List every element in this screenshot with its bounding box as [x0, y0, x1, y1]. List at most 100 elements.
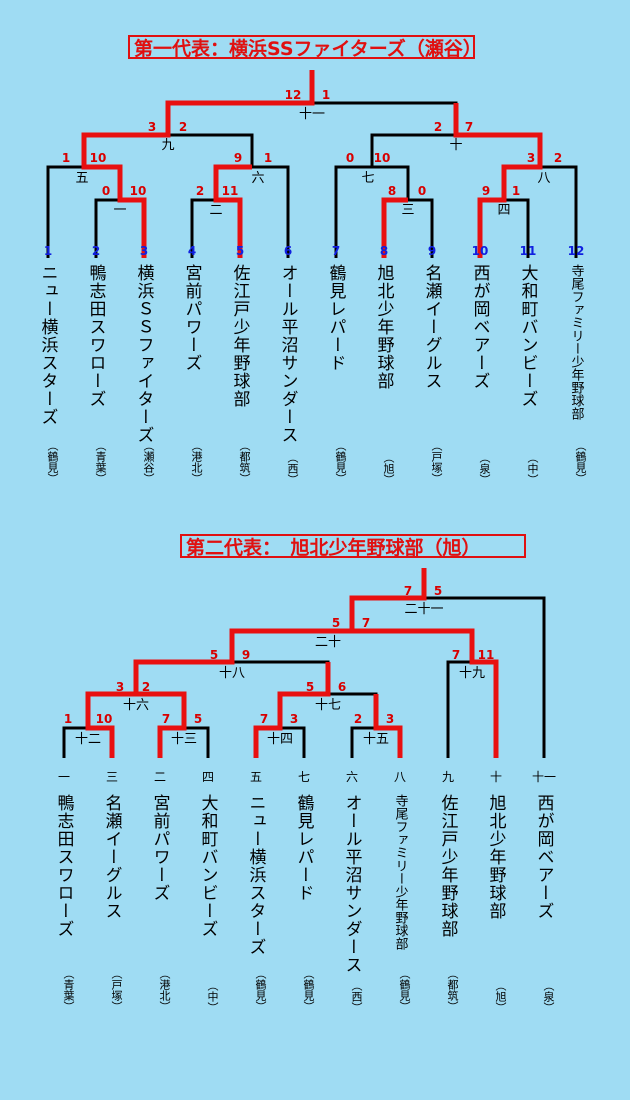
score: 1	[63, 712, 73, 726]
team-area: （青葉）	[62, 968, 75, 1012]
score: 3	[289, 712, 299, 726]
bracket1-winner-lines	[81, 70, 543, 258]
round-label: 十二	[74, 732, 102, 747]
seed-number: 十	[489, 770, 503, 784]
team-name: 佐江戸少年野球部	[437, 794, 458, 938]
score: 2	[433, 120, 443, 134]
score: 9	[241, 648, 251, 662]
team-name: 旭北少年野球部	[485, 794, 506, 920]
score: 3	[385, 712, 395, 726]
round-label: 二十一	[404, 602, 444, 617]
score: 6	[337, 680, 347, 694]
score: 2	[353, 712, 363, 726]
team-name: 鶴見レパード	[293, 794, 314, 902]
seed-number: 4	[187, 244, 197, 258]
seed-number: 5	[235, 244, 245, 258]
team-name: 大和町バンビーズ	[517, 264, 538, 408]
seed-number: 3	[139, 244, 149, 258]
score: 7	[361, 616, 371, 630]
team-name: 鴨志田スワローズ	[53, 794, 74, 938]
score: 1	[321, 88, 331, 102]
round-label: 五	[75, 171, 89, 186]
team-name: 西が岡ベアーズ	[533, 794, 554, 920]
seed-number: 九	[441, 770, 455, 784]
seed-number: 一	[57, 770, 71, 784]
team-area: （鶴見）	[46, 440, 59, 484]
team-area: （鶴見）	[302, 968, 315, 1012]
score: 7	[161, 712, 171, 726]
bracket2-title: 第二代表： 旭北少年野球部（旭）	[180, 534, 526, 559]
seed-number: 10	[471, 244, 489, 258]
round-label: 二	[209, 203, 223, 218]
seed-number: 11	[519, 244, 537, 258]
team-area: （鶴見）	[574, 440, 587, 484]
round-label: 九	[161, 138, 175, 153]
score: 5	[209, 648, 219, 662]
round-label: 十八	[218, 666, 246, 681]
seed-number: 二	[153, 770, 167, 784]
team-area: （戸塚）	[110, 968, 123, 1012]
seed-number: 十一	[531, 770, 557, 784]
team-area: （泉）	[542, 980, 555, 1013]
seed-number: 6	[283, 244, 293, 258]
team-name: 西が岡ベアーズ	[469, 264, 490, 390]
bracket1-title: 第一代表：横浜SSファイターズ（瀬谷）	[128, 35, 482, 60]
team-name: 佐江戸少年野球部	[229, 264, 250, 408]
team-area: （都筑）	[238, 440, 251, 484]
team-area: （鶴見）	[334, 440, 347, 484]
team-area: （港北）	[158, 968, 171, 1012]
seed-number: 四	[201, 770, 215, 784]
score: 11	[221, 184, 239, 198]
team-area: （中）	[206, 980, 219, 1013]
team-name: 寺尾ファミリー少年野球部	[568, 264, 584, 420]
score: 11	[477, 648, 495, 662]
team-name: 旭北少年野球部	[373, 264, 394, 390]
team-area: （西）	[350, 980, 363, 1013]
seed-number: 8	[379, 244, 389, 258]
team-area: （都筑）	[446, 968, 459, 1012]
team-name: ニュー横浜スターズ	[245, 794, 266, 956]
score: 1	[263, 151, 273, 165]
seed-number: 七	[297, 770, 311, 784]
seed-number: 1	[43, 244, 53, 258]
round-label: 十六	[122, 698, 150, 713]
round-label: 十七	[314, 698, 342, 713]
round-label: 十五	[362, 732, 390, 747]
round-label: 八	[537, 171, 551, 186]
team-area: （青葉）	[94, 440, 107, 484]
score: 7	[259, 712, 269, 726]
score: 9	[481, 184, 491, 198]
team-name: 寺尾ファミリー少年野球部	[392, 794, 408, 950]
round-label: 六	[251, 171, 265, 186]
team-name: 名瀬イーグルス	[421, 264, 442, 390]
score: 7	[464, 120, 474, 134]
bracket2-winner-lines	[85, 568, 499, 758]
seed-number: 六	[345, 770, 359, 784]
score: 7	[451, 648, 461, 662]
score: 2	[195, 184, 205, 198]
score: 1	[61, 151, 71, 165]
score: 12	[284, 88, 302, 102]
team-name: 宮前パワーズ	[181, 264, 202, 372]
team-name: ニュー横浜スターズ	[37, 264, 58, 426]
score: 9	[233, 151, 243, 165]
score: 0	[101, 184, 111, 198]
score: 10	[89, 151, 107, 165]
seed-number: 2	[91, 244, 101, 258]
score: 10	[129, 184, 147, 198]
score: 7	[403, 584, 413, 598]
score: 1	[511, 184, 521, 198]
score: 5	[305, 680, 315, 694]
team-area: （中）	[526, 452, 539, 485]
score: 3	[526, 151, 536, 165]
round-label: 七	[361, 171, 375, 186]
team-name: 宮前パワーズ	[149, 794, 170, 902]
team-name: 鴨志田スワローズ	[85, 264, 106, 408]
score: 3	[115, 680, 125, 694]
score: 10	[95, 712, 113, 726]
team-area: （港北）	[190, 440, 203, 484]
team-area: （戸塚）	[430, 440, 443, 484]
team-area: （旭）	[382, 452, 395, 485]
score: 5	[331, 616, 341, 630]
round-label: 十九	[458, 666, 486, 681]
